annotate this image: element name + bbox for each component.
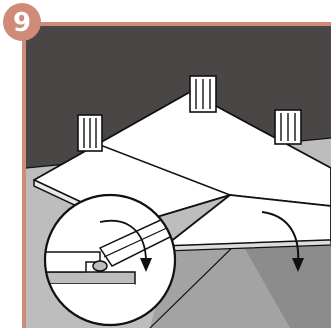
wall-spacer-middle [190,76,216,112]
tongue-groove-joint [93,261,107,271]
step-number: 9 [13,8,31,38]
wall-spacer-left [78,115,102,151]
step-number-badge: 9 [3,3,41,41]
wall-spacer-right [275,110,301,144]
lower-board-profile [40,272,135,284]
